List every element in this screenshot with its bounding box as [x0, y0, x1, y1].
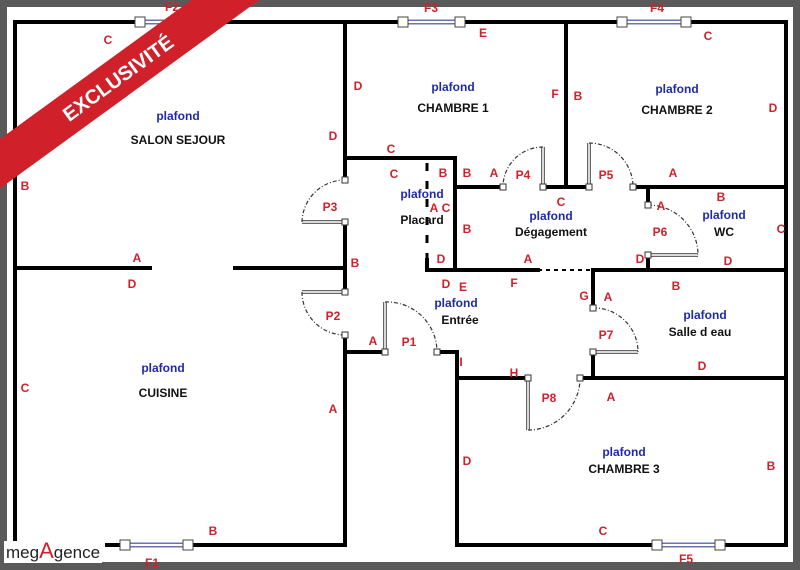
wall-letter: A	[133, 251, 142, 265]
wall-letter: B	[463, 222, 472, 236]
wall-letter: B	[672, 279, 681, 293]
wall-letter: A	[657, 199, 666, 213]
ceiling-label-chambre3: plafond	[602, 445, 645, 459]
wall-letter: D	[698, 359, 707, 373]
room-labels: plafond SALON SEJOUR plafond CHAMBRE 1 p…	[131, 80, 746, 476]
wall-letter: C	[390, 167, 399, 181]
wall-letter: D	[769, 101, 778, 115]
door-label-p6: P6	[653, 225, 668, 239]
window-label-f2: F2	[165, 0, 179, 14]
wall-letter: A	[607, 390, 616, 404]
door-label-p5: P5	[599, 168, 614, 182]
door-label-p1: P1	[402, 335, 417, 349]
wall-letter: D	[463, 454, 472, 468]
wall-letter: H	[510, 366, 519, 380]
door-label-p3: P3	[323, 200, 338, 214]
ceiling-label-chambre1: plafond	[431, 80, 474, 94]
wall-letter: E	[479, 26, 487, 40]
wall-letter: C	[599, 524, 608, 538]
wall-letter: A	[430, 201, 439, 215]
ceiling-label-chambre2: plafond	[655, 82, 698, 96]
room-name-chambre3: CHAMBRE 3	[588, 462, 660, 476]
wall-letter: I	[459, 355, 462, 369]
wall-letter: F	[510, 276, 517, 290]
doors	[301, 142, 699, 431]
wall-letter: E	[459, 280, 467, 294]
wall-letter: C	[777, 222, 786, 236]
wall-letter: B	[717, 190, 726, 204]
room-name-entree: Entrée	[441, 313, 479, 327]
room-name-placard: Placard	[400, 213, 443, 227]
logo-text-post: gence	[53, 543, 101, 562]
wall-letter: A	[369, 334, 378, 348]
wall-letters: C D A B E F D C C B D A C B A C D B A C …	[21, 26, 786, 538]
wall-letter: B	[463, 166, 472, 180]
ceiling-label-salle-eau: plafond	[683, 308, 726, 322]
wall-letter: D	[437, 252, 446, 266]
wall-letter: B	[351, 256, 360, 270]
ceiling-label-salon: plafond	[156, 109, 199, 123]
room-name-salon: SALON SEJOUR	[131, 133, 226, 147]
ceiling-label-cuisine: plafond	[141, 361, 184, 375]
wall-letter: C	[21, 381, 30, 395]
wall-letter: G	[579, 289, 588, 303]
plan-background	[7, 7, 793, 562]
ceiling-label-wc: plafond	[702, 208, 745, 222]
wall-letter: D	[354, 79, 363, 93]
wall-letter: B	[439, 166, 448, 180]
wall-letter: D	[442, 277, 451, 291]
wall-letter: C	[557, 195, 566, 209]
door-label-p7: P7	[599, 328, 614, 342]
wall-letter: D	[636, 252, 645, 266]
wall-letter: A	[490, 166, 499, 180]
wall-letter: F	[551, 87, 558, 101]
wall-letter: C	[104, 33, 113, 47]
logo-text-pre: meg	[6, 543, 40, 562]
ceiling-label-entree: plafond	[434, 296, 477, 310]
wall-letter: B	[767, 459, 776, 473]
wall-letter: A	[669, 166, 678, 180]
wall-letter: D	[128, 277, 137, 291]
logo-text-accent: A	[39, 538, 54, 563]
ceiling-label-degagement: plafond	[529, 209, 572, 223]
wall-letter: D	[724, 254, 733, 268]
wall-letter: B	[21, 179, 30, 193]
wall-letter: C	[442, 201, 451, 215]
room-name-cuisine: CUISINE	[139, 386, 188, 400]
window-label-f3: F3	[424, 1, 438, 15]
wall-letter: C	[387, 142, 396, 156]
room-name-chambre1: CHAMBRE 1	[417, 101, 489, 115]
wall-letter: A	[524, 252, 533, 266]
window-label-f5: F5	[679, 552, 693, 566]
megagence-logo: megAgence	[4, 538, 103, 563]
room-name-degagement: Dégagement	[515, 225, 587, 239]
wall-letter: C	[704, 29, 713, 43]
wall-letter: B	[574, 89, 583, 103]
room-name-wc: WC	[714, 225, 734, 239]
door-label-p4: P4	[516, 168, 531, 182]
ceiling-label-placard: plafond	[400, 187, 443, 201]
walls	[13, 20, 788, 547]
door-label-p8: P8	[542, 391, 557, 405]
window-label-f1: F1	[145, 556, 159, 570]
window-label-f4: F4	[650, 1, 664, 15]
room-name-chambre2: CHAMBRE 2	[641, 103, 713, 117]
wall-letter: D	[329, 129, 338, 143]
wall-letter: A	[329, 402, 338, 416]
door-label-p2: P2	[326, 309, 341, 323]
wall-letter: A	[604, 290, 613, 304]
room-name-salle-eau: Salle d eau	[669, 325, 732, 339]
opening-labels: F1 F2 F3 F4 F5 P1 P2 P3 P4 P5 P6 P7 P8	[145, 0, 693, 570]
wall-letter: B	[209, 524, 218, 538]
